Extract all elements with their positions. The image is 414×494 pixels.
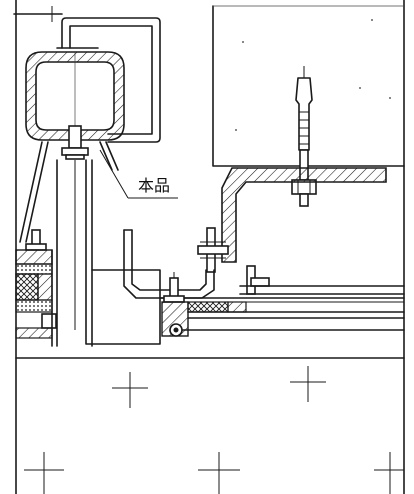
callout-leader <box>99 149 178 199</box>
square-tube-section <box>25 51 125 141</box>
left-fastener-assembly <box>15 229 57 347</box>
lower-u-channel <box>123 229 215 299</box>
reference-crosshairs <box>24 366 404 494</box>
angle-bracket <box>221 167 387 263</box>
callout-label: 本品 <box>138 176 170 195</box>
crosshair-mark <box>24 452 64 494</box>
crosshair-mark <box>374 452 404 494</box>
concrete-slab <box>212 5 405 167</box>
anchor-bolt <box>291 66 317 207</box>
screw-clip <box>163 272 185 303</box>
crosshair-mark <box>290 366 326 402</box>
crosshair-mark <box>198 452 240 494</box>
drawing-frame <box>13 0 405 494</box>
vertical-mullion <box>19 141 119 347</box>
crosshair-mark <box>112 372 148 408</box>
gasket-strip <box>161 301 405 337</box>
lower-panel-frame <box>85 159 405 345</box>
fin-plate-bolt <box>197 227 229 273</box>
small-angle-clips <box>239 265 405 295</box>
tube-bolt <box>61 125 89 160</box>
upper-channel-bracket <box>56 17 161 143</box>
